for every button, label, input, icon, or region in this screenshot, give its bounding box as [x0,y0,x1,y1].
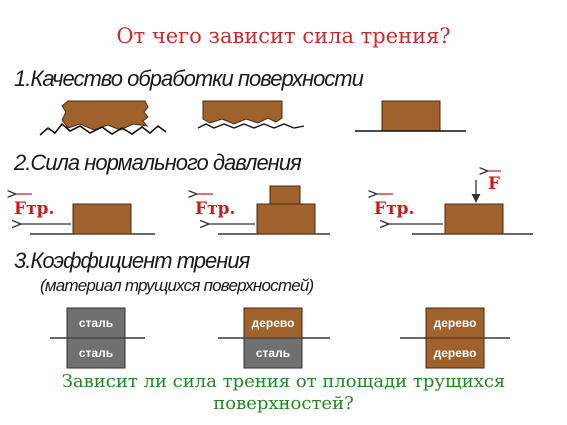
pressure-example-stacked-blocks: Fтр. [195,185,330,235]
closing-question: Зависит ли сила трения от площади трущих… [61,371,506,414]
material-top-label: дерево [434,316,477,330]
material-bottom-label: сталь [79,346,113,360]
material-top-label: дерево [252,316,295,330]
material-pair-steel-steel: сталь сталь [50,307,145,369]
factor-friction-coefficient-subheading: (материал трущихся поверхностей) [40,276,314,295]
material-top-label: сталь [79,316,113,330]
factor-normal-pressure-heading: 2.Сила нормального давления [14,150,302,175]
material-bottom-label: дерево [434,346,477,360]
medium-surface-example [197,100,305,129]
factor-friction-coefficient-heading: 3.Коэффициент трения [14,248,250,273]
material-bottom-label: сталь [256,346,290,360]
applied-force-label: F [488,174,500,194]
material-pair-wood-steel: дерево сталь [218,307,330,369]
friction-force-label: Fтр. [374,199,414,219]
pressure-example-applied-force: Fтр. F [374,171,533,235]
friction-force-label: Fтр. [14,199,54,219]
rough-surface-example [39,100,167,136]
factor-surface-quality-heading: 1.Качество обработки поверхности [14,66,364,91]
pressure-example-single-block: Fтр. [14,194,155,235]
smooth-surface-example [355,100,466,132]
material-pair-wood-wood: дерево дерево [400,307,510,369]
friction-force-label: Fтр. [195,199,235,219]
slide-title: От чего зависит сила трения? [116,24,451,48]
